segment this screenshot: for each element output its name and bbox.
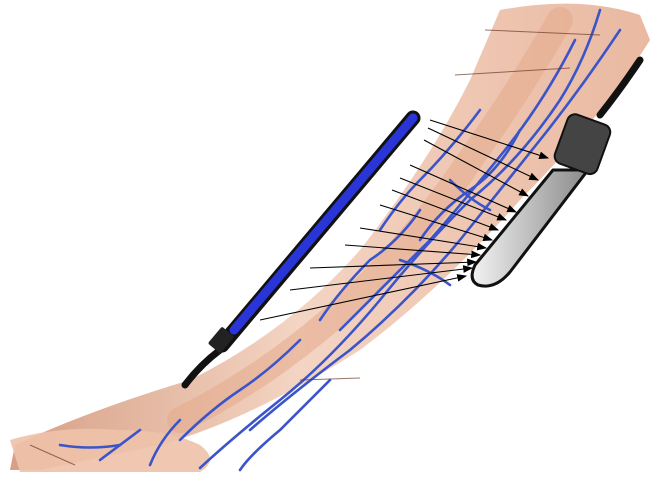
forearm: [10, 4, 650, 472]
